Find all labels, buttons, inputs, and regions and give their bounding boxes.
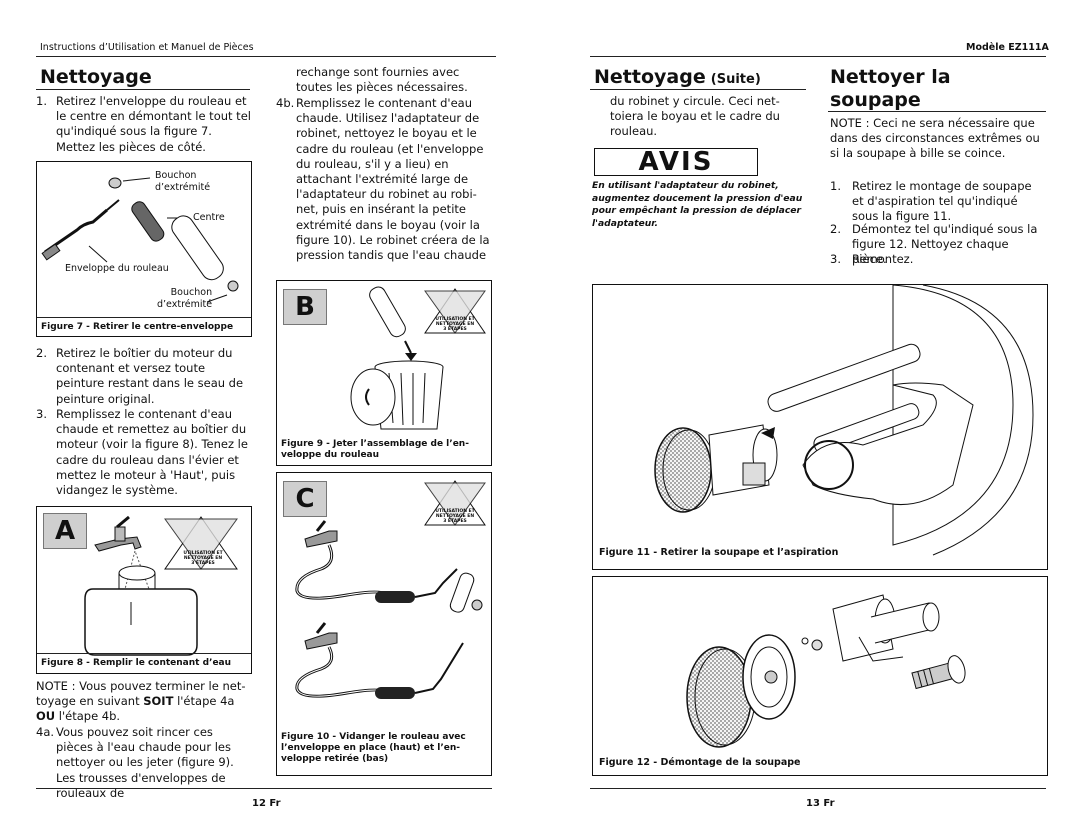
- step3-number: 3.: [36, 407, 47, 421]
- note-text-b: l'étape 4a: [177, 694, 235, 708]
- step4a-number: 4a.: [36, 725, 55, 739]
- label-roller-sleeve: Enveloppe du rouleau: [65, 263, 169, 274]
- caption-rule: [37, 653, 251, 654]
- valve-step2-text: Démontez tel qu'indiqué sous la figure 1…: [852, 222, 1038, 267]
- roller-disassembly-illustration: [41, 177, 239, 303]
- figure-10: C UTILISATION ET NETTOYAGE EN 3 ÉTAPES F…: [276, 472, 492, 776]
- figure-8-caption: Figure 8 - Remplir le contenant d’eau: [41, 658, 232, 668]
- step4a-text: Vous pouvez soit rincer ces pièces à l'e…: [56, 725, 234, 800]
- header-left: Instructions d’Utilisation et Manuel de …: [40, 42, 254, 53]
- figure-8-step-letter: A: [43, 513, 87, 549]
- figure-7-caption: Figure 7 - Retirer le centre-enveloppe: [41, 322, 234, 332]
- title-nettoyage: Nettoyage: [594, 66, 706, 88]
- drain-roller-illustration: [295, 480, 486, 699]
- figure-11-caption: Figure 11 - Retirer la soupape et l’aspi…: [599, 547, 839, 558]
- caption-rule: [37, 317, 251, 318]
- page-title-left: Nettoyage: [40, 66, 152, 88]
- header-rule-left: [36, 56, 496, 57]
- figure-9: B UTILISATION ET NETTOYAGE EN 3 ÉTAPES F…: [276, 280, 492, 466]
- note-text-c: l'étape 4b.: [58, 709, 121, 723]
- figure-11: Figure 11 - Retirer la soupape et l’aspi…: [592, 284, 1048, 570]
- valve-step1-text: Retirez le montage de soupape et d'aspir…: [852, 179, 1032, 224]
- avis-notice-box: AVIS: [594, 148, 758, 176]
- title-rule: [828, 111, 1046, 112]
- header-right: Modèle EZ111A: [966, 42, 1049, 53]
- label-end-cap-top: Bouchon d’extrémité: [155, 170, 211, 193]
- title-suite: (Suite): [710, 72, 761, 87]
- avis-warning-text: En utilisant l'adaptateur du robinet, au…: [592, 180, 803, 229]
- note-soit: SOIT: [143, 694, 174, 708]
- valve-step3-number: 3.: [830, 252, 841, 266]
- page-number-left: 12 Fr: [252, 798, 281, 809]
- title-rule: [36, 89, 250, 90]
- discard-roller-illustration: [350, 286, 486, 430]
- step2-number: 2.: [36, 346, 47, 360]
- figure-8: A UTILISATION ET NETTOYAGE EN 3 ÉTAPES F…: [36, 506, 252, 674]
- note-ou: OU: [36, 709, 56, 723]
- valve-step1-number: 1.: [830, 179, 841, 193]
- header-rule-right: [590, 56, 1046, 57]
- figure-10-caption: Figure 10 - Vidanger le rouleau avec l’e…: [281, 732, 466, 764]
- label-end-cap-bottom: Bouchon d’extrémité: [157, 287, 213, 310]
- figure-9-badge: UTILISATION ET NETTOYAGE EN 3 ÉTAPES: [435, 317, 475, 332]
- figure-12: Figure 12 - Démontage de la soupape: [592, 576, 1048, 776]
- page-title-right: Nettoyage (Suite): [594, 66, 761, 88]
- valve-note: NOTE : Ceci ne sera nécessaire que dans …: [830, 116, 1040, 161]
- step1-text: Retirez l'enveloppe du rouleau et le cen…: [56, 94, 251, 154]
- footer-rule-right: [590, 788, 1046, 789]
- figure-8-badge: UTILISATION ET NETTOYAGE EN 3 ÉTAPES: [183, 551, 223, 566]
- figure-7: Bouchon d’extrémité Centre Enveloppe du …: [36, 161, 252, 337]
- valve-disassembly-illustration: [686, 594, 966, 748]
- page-number-right: 13 Fr: [806, 798, 835, 809]
- remove-valve-illustration: [654, 285, 1034, 556]
- figure-9-caption: Figure 9 - Jeter l’assemblage de l’en-ve…: [281, 439, 469, 460]
- title-rule: [590, 89, 806, 90]
- fill-container-illustration: [84, 515, 238, 656]
- title-line2: soupape: [830, 89, 921, 111]
- note-line3: OU l'étape 4b.: [36, 709, 120, 724]
- figure-12-caption: Figure 12 - Démontage de la soupape: [599, 757, 801, 768]
- label-centre: Centre: [193, 212, 225, 223]
- note-line2: toyage en suivant SOIT l'étape 4a: [36, 694, 234, 709]
- step1-number: 1.: [36, 94, 47, 108]
- title-line1: Nettoyer la: [830, 66, 951, 88]
- continued-text: du robinet y circule. Ceci net-toiera le…: [610, 94, 780, 139]
- note-line1: NOTE : Vous pouvez terminer le net-: [36, 679, 246, 693]
- section-title-valve: Nettoyer la soupape: [830, 66, 951, 112]
- step4a-continued: rechange sont fournies avec toutes les p…: [296, 65, 468, 95]
- step3-text: Remplissez le contenant d'eau chaude et …: [56, 407, 248, 498]
- note-text-a: toyage en suivant: [36, 694, 140, 708]
- valve-step2-number: 2.: [830, 222, 841, 236]
- footer-rule-left: [36, 788, 492, 789]
- step2-text: Retirez le boîtier du moteur du contenan…: [56, 346, 244, 406]
- valve-step3-text: Remontez.: [852, 252, 914, 266]
- figure-9-step-letter: B: [283, 289, 327, 325]
- step4b-number: 4b.: [276, 96, 295, 110]
- step4b-text: Remplissez le contenant d'eau chaude. Ut…: [296, 96, 490, 263]
- figure-10-step-letter: C: [283, 481, 327, 517]
- figure-10-badge: UTILISATION ET NETTOYAGE EN 3 ÉTAPES: [435, 509, 475, 524]
